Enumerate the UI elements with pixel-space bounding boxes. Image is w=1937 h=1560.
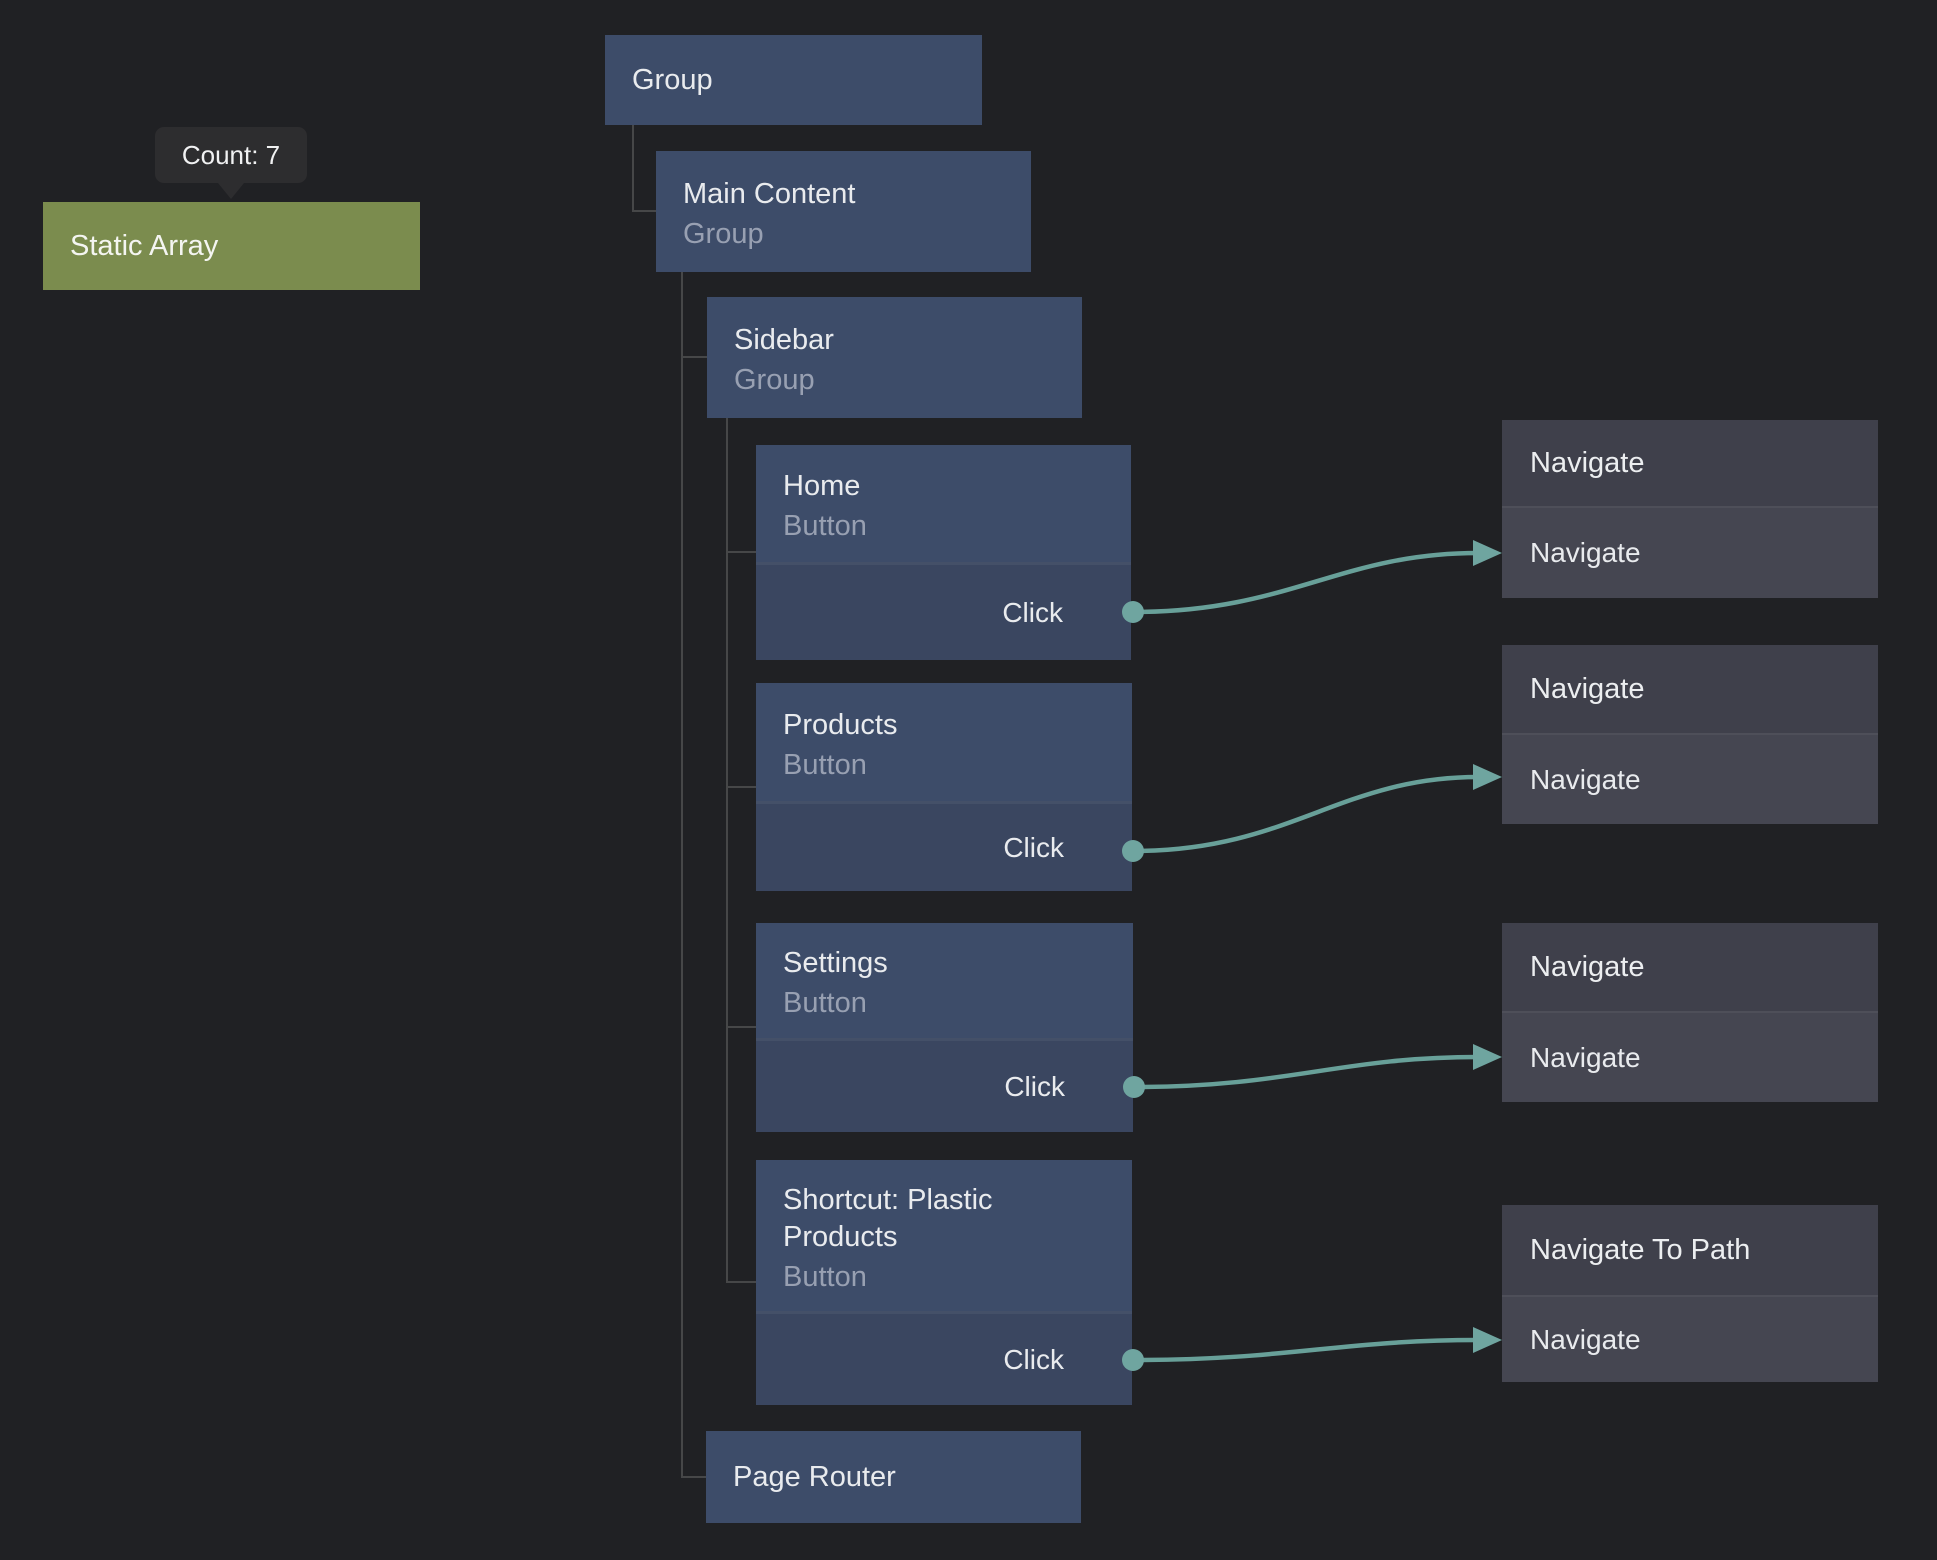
node-navigate-2[interactable]: Navigate Navigate <box>1502 645 1878 824</box>
arrowhead-navigate-1-icon <box>1473 540 1502 566</box>
node-port-section: Click <box>756 1038 1133 1132</box>
node-port-section: Click <box>756 801 1132 891</box>
node-sidebar[interactable]: Sidebar Group <box>707 297 1082 418</box>
node-static-array[interactable]: Static Array <box>43 202 420 290</box>
node-input-port-row: Navigate <box>1502 1295 1878 1382</box>
click-output-port-label: Click <box>1004 1070 1065 1102</box>
navigate-input-port-label: Navigate <box>1530 763 1641 795</box>
click-output-port-label: Click <box>1002 596 1063 628</box>
node-title: Group <box>632 63 713 96</box>
arrowhead-navigate-3-icon <box>1473 1044 1502 1070</box>
node-title: Navigate <box>1530 672 1645 705</box>
node-home-button[interactable]: Home Button Click <box>756 445 1131 660</box>
wire-home-click-to-navigate[interactable] <box>1130 550 1481 615</box>
node-title: Settings <box>783 947 888 979</box>
click-output-port-label: Click <box>1003 831 1064 863</box>
navigate-input-port-label: Navigate <box>1530 1041 1641 1073</box>
node-page-router[interactable]: Page Router <box>706 1431 1081 1523</box>
node-navigate-to-path[interactable]: Navigate To Path Navigate <box>1502 1205 1878 1382</box>
node-port-section: Click <box>756 562 1131 660</box>
tree-line-sidebar-children <box>726 418 756 1283</box>
arrowhead-navigate-2-icon <box>1473 764 1502 790</box>
node-input-port-row: Navigate <box>1502 1011 1878 1102</box>
node-title: Main Content <box>683 178 856 210</box>
arrowhead-navigate-to-path-icon <box>1473 1327 1502 1353</box>
wire-settings-click-to-navigate[interactable] <box>1131 1054 1481 1090</box>
node-head: Settings Button <box>756 923 1133 1038</box>
node-title: Static Array <box>70 229 219 262</box>
node-input-port-row: Navigate <box>1502 506 1878 598</box>
node-title: Products <box>783 708 898 741</box>
node-settings-button[interactable]: Settings Button Click <box>756 923 1133 1132</box>
count-tooltip-label: Count: 7 <box>181 139 281 170</box>
node-group-root[interactable]: Group <box>605 35 982 125</box>
node-head: Main Content Group <box>656 151 1031 272</box>
count-tooltip: Count: 7 <box>155 127 307 199</box>
node-title: Navigate <box>1530 446 1645 479</box>
node-title: Home <box>783 470 861 502</box>
node-type-label: Button <box>783 510 867 542</box>
node-port-section: Click <box>756 1311 1132 1405</box>
node-type-label: Button <box>783 1260 867 1293</box>
node-navigate-3[interactable]: Navigate Navigate <box>1502 923 1878 1102</box>
tree-line-group-maincontent <box>632 125 656 212</box>
tree-line-maincontent-children <box>681 272 706 1478</box>
node-title: Navigate To Path <box>1530 1233 1751 1266</box>
node-head: Navigate <box>1502 645 1878 733</box>
navigate-input-port-label: Navigate <box>1530 537 1641 568</box>
node-main-content[interactable]: Main Content Group <box>656 151 1031 272</box>
node-products-button[interactable]: Products Button Click <box>756 683 1132 891</box>
node-head: Navigate <box>1502 923 1878 1011</box>
node-head: Navigate To Path <box>1502 1205 1878 1295</box>
node-type-label: Button <box>783 748 867 781</box>
click-output-port-label: Click <box>1003 1343 1064 1375</box>
node-title: Navigate <box>1530 950 1645 983</box>
node-shortcut-plastic-products-button[interactable]: Shortcut: Plastic Products Button Click <box>756 1160 1132 1405</box>
wire-products-click-to-navigate[interactable] <box>1130 774 1481 854</box>
wire-shortcut-click-to-navigate-to-path[interactable] <box>1130 1337 1481 1363</box>
node-title: Shortcut: Plastic Products <box>783 1183 993 1253</box>
node-title: Sidebar <box>734 324 834 356</box>
node-head: Products Button <box>756 683 1132 801</box>
node-navigate-1[interactable]: Navigate Navigate <box>1502 420 1878 598</box>
navigate-input-port-label: Navigate <box>1530 1323 1641 1355</box>
node-type-label: Group <box>734 364 815 396</box>
node-head: Navigate <box>1502 420 1878 506</box>
node-title: Page Router <box>733 1460 896 1493</box>
node-head: Home Button <box>756 445 1131 562</box>
node-type-label: Button <box>783 987 867 1019</box>
tooltip-caret-icon <box>218 183 244 199</box>
node-type-label: Group <box>683 218 764 250</box>
node-head: Sidebar Group <box>707 297 1082 418</box>
node-input-port-row: Navigate <box>1502 733 1878 824</box>
node-head: Shortcut: Plastic Products Button <box>756 1160 1132 1311</box>
